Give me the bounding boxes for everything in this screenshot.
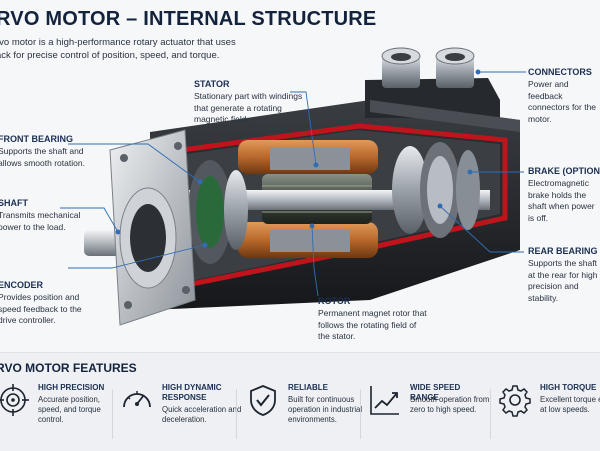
feature-title: RELIABLE [288,383,328,392]
feature-desc: Excellent torque even at low speeds. [540,395,600,414]
label-connectors-desc: Power and feedback connectors for the mo… [528,79,597,124]
front-components [188,160,248,264]
label-stator-desc: Stationary part with windings that gener… [194,91,303,124]
feature-high-dynamic-response: HIGH DYNAMIC RESPONSE Quick acceleration… [120,381,241,441]
chart-up-icon [370,386,399,415]
title: RVO MOTOR – INTERNAL STRUCTURE [0,8,377,30]
shield-check-icon [250,385,276,416]
leader-lines [60,69,526,297]
feature-desc: Smooth operation from zero to high speed… [410,395,490,414]
divider [360,389,361,439]
feature-title: HIGH DYNAMIC RESPONSE [162,383,222,402]
label-rear-bearing-title: REAR BEARING [528,246,598,256]
label-connectors: CONNECTORS Power and feedback connectors… [528,67,600,125]
label-brake-desc: Electromagnetic brake holds the shaft wh… [528,178,595,223]
label-brake: BRAKE (OPTIONAL) Electromagnetic brake h… [528,166,600,224]
label-encoder-title: ENCODER [0,280,44,290]
feature-desc: Quick acceleration and deceleration. [162,405,242,424]
label-shaft: SHAFT Transmits mechanical power to the … [0,198,93,233]
feature-wide-speed-range: WIDE SPEED RANGE Smooth operation from z… [368,381,489,441]
label-stator-title: STATOR [194,79,230,89]
label-connectors-title: CONNECTORS [528,67,592,77]
front-flange [109,129,196,326]
connectors-graphic [381,47,475,88]
divider [236,389,237,439]
label-shaft-desc: Transmits mechanical power to the load. [0,210,81,232]
rear-components [392,142,480,238]
feature-reliable: RELIABLE Built for continuous operation … [246,381,364,441]
feature-title: HIGH TORQUE [540,383,597,392]
label-rear-bearing: REAR BEARING Supports the shaft at the r… [528,246,600,304]
divider [490,389,491,439]
intro-text: rvo motor is a high-performance rotary a… [0,37,236,61]
label-brake-title: BRAKE (OPTIONAL) [528,166,600,176]
features-bar: RVO MOTOR FEATURES HIGH PRECISION Accura… [0,352,600,451]
stator-windings [238,140,378,258]
feature-desc: Built for continuous operation in indust… [288,395,363,424]
features-title: RVO MOTOR FEATURES [0,361,137,375]
label-front-bearing-desc: Supports the shaft and allows smooth rot… [0,146,85,168]
motor-illustration [60,47,526,326]
feature-title: HIGH PRECISION [38,383,105,392]
label-shaft-title: SHAFT [0,198,28,208]
label-rear-bearing-desc: Supports the shaft at the rear for high … [528,258,598,303]
divider [112,389,113,439]
feature-high-precision: HIGH PRECISION Accurate position, speed,… [0,381,114,441]
feature-high-torque: HIGH TORQUE Excellent torque even at low… [498,381,600,441]
label-rotor: ROTOR Permanent magnet rotor that follow… [318,296,428,343]
gauge-icon [123,391,151,408]
label-front-bearing: FRONT BEARING Supports the shaft and all… [0,134,93,169]
label-rotor-desc: Permanent magnet rotor that follows the … [318,308,427,341]
feature-desc: Accurate position, speed, and torque con… [38,395,101,424]
label-encoder-desc: Provides position and speed feedback to … [0,292,82,325]
label-rotor-title: ROTOR [318,296,351,306]
target-icon [0,384,29,416]
gear-icon [499,385,531,417]
label-front-bearing-title: FRONT BEARING [0,134,73,144]
label-stator: STATOR Stationary part with windings tha… [194,79,306,126]
feature-title: WIDE SPEED RANGE [410,383,461,402]
label-encoder: ENCODER Provides position and speed feed… [0,280,93,327]
